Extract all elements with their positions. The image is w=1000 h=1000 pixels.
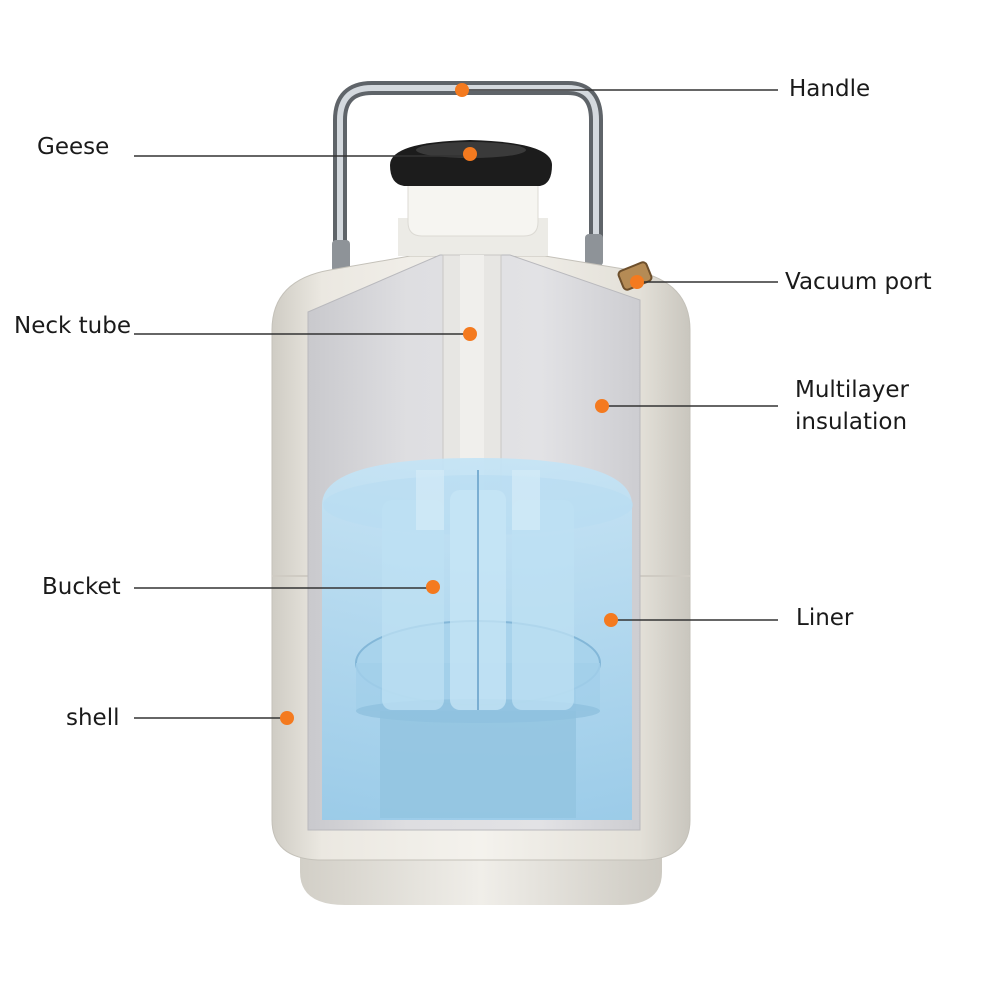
marker-dot-liner <box>604 613 618 627</box>
handle-shape <box>332 81 603 272</box>
neck-tube-shape <box>442 254 502 496</box>
leader-lines <box>134 89 778 719</box>
marker-dot-bucket <box>426 580 440 594</box>
label-shell: shell <box>66 705 120 731</box>
geese-cap <box>390 140 552 186</box>
marker-dot-shell <box>280 711 294 725</box>
label-multilayer-insulation: Multilayer insulation <box>795 374 909 438</box>
marker-dot-multilayer <box>595 399 609 413</box>
marker-dot-handle <box>455 83 469 97</box>
label-multilayer-line1: Multilayer <box>795 377 909 403</box>
bucket-shape <box>355 470 601 818</box>
marker-dot-neck-tube <box>463 327 477 341</box>
label-neck-tube: Neck tube <box>14 313 131 339</box>
marker-dot-geese <box>463 147 477 161</box>
label-handle: Handle <box>789 76 871 102</box>
label-multilayer-line2: insulation <box>795 409 908 435</box>
label-bucket: Bucket <box>42 574 121 600</box>
label-liner: Liner <box>796 605 854 631</box>
label-vacuum-port: Vacuum port <box>785 269 932 295</box>
marker-dot-vacuum-port <box>630 275 644 289</box>
marker-dots <box>280 83 644 725</box>
label-geese: Geese <box>37 134 110 160</box>
